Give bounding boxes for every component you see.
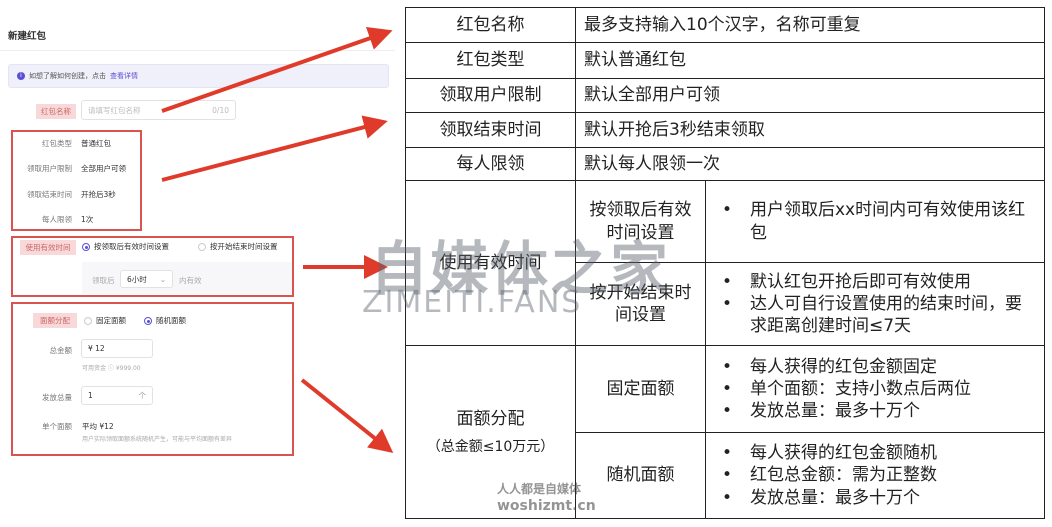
table-row: 红包类型默认普通红包 xyxy=(405,42,1045,79)
arrow xyxy=(161,26,393,113)
valid-option-2[interactable]: 按开始结束时间设置 xyxy=(198,241,278,252)
explanation-table: 红包名称最多支持输入10个汉字，名称可重复 红包类型默认普通红包 领取用户限制默… xyxy=(405,7,1045,519)
limit-value: 全部用户可领 xyxy=(81,164,126,173)
table-row: 随机面额 每人获得的红包金额随机红包总金额：需为正整数发放总量：最多十万个 xyxy=(406,432,1045,519)
type-label: 红包类型 xyxy=(42,139,72,148)
funds-note: 可用资金 ⓘ ¥999.00 xyxy=(82,365,141,372)
duration-select[interactable]: 6小时⌄ xyxy=(120,270,173,288)
name-placeholder: 请填写红包名称 xyxy=(88,105,141,115)
table-row: 领取用户限制默认全部用户可领 xyxy=(405,78,1045,113)
end-value: 开抢后3秒 xyxy=(81,190,116,199)
single-label: 单个面额 xyxy=(42,422,72,431)
highlight-box xyxy=(11,302,294,456)
table-row: 红包名称最多支持输入10个汉字，名称可重复 xyxy=(405,7,1045,43)
alloc-option-random[interactable]: 随机面额 xyxy=(144,315,186,326)
count-label: 发放总量 xyxy=(42,393,72,402)
table-row: 面额分配（总金额≤10万元） 固定面额 每人获得的红包金额固定单个面额：支持小数… xyxy=(405,345,1045,519)
radio-checked[interactable] xyxy=(82,243,90,251)
alloc-option-fixed[interactable]: 固定面额 xyxy=(84,315,126,326)
name-input[interactable]: 请填写红包名称 0/10 xyxy=(81,100,236,120)
table-row: 领取结束时间默认开抢后3秒结束领取 xyxy=(405,112,1045,148)
name-counter: 0/10 xyxy=(212,105,229,115)
tip-text: 如想了解如何创建，点击 xyxy=(29,72,106,80)
page-title: 新建红包 xyxy=(8,31,47,42)
after-suffix: 内有效 xyxy=(179,276,202,285)
end-label: 领取结束时间 xyxy=(27,190,72,199)
radio-unchecked[interactable] xyxy=(198,243,206,251)
arrow xyxy=(161,115,388,182)
info-banner: i 如想了解如何创建，点击 查看详情 xyxy=(8,64,389,88)
total-label: 总金额 xyxy=(49,346,73,355)
valid-label: 使用有效时间 xyxy=(20,240,76,255)
limit-label: 领取用户限制 xyxy=(27,164,72,173)
single-value: 平均 ¥12 xyxy=(82,422,114,431)
alloc-label: 面额分配 xyxy=(33,313,77,328)
valid-option-1[interactable]: 按领取后有效时间设置 xyxy=(82,241,169,252)
after-label: 领取后 xyxy=(92,276,115,285)
info-icon: i xyxy=(17,72,25,80)
table-row: 每人限领默认每人限领一次 xyxy=(405,147,1045,181)
type-value: 普通红包 xyxy=(81,139,111,148)
red-packet-form: 新建红包 ✕ i 如想了解如何创建，点击 查看详情 红包名称 请填写红包名称 0… xyxy=(0,0,395,527)
divider xyxy=(0,50,395,51)
valid-sub-panel xyxy=(82,262,292,294)
total-amount-input[interactable]: ¥ 12 xyxy=(81,339,153,358)
per-value: 1次 xyxy=(81,215,94,224)
highlight-box xyxy=(11,130,142,231)
highlight-box xyxy=(11,236,294,297)
table-row: 使用有效时间 按领取后有效时间设置 用户领取后xx时间内可有效使用该红包 xyxy=(405,180,1045,346)
name-label: 红包名称 xyxy=(36,104,76,119)
view-details-link[interactable]: 查看详情 xyxy=(110,72,138,80)
arrow xyxy=(300,378,394,453)
single-note: 用户实际领取面额系统随机产生，可能与平均面额有差异 xyxy=(82,436,233,443)
table-row: 按开始结束时间设置 默认红包开抢后即可有效使用达人可自行设置使用的结束时间，要求… xyxy=(406,262,1045,346)
chevron-down-icon: ⌄ xyxy=(159,274,166,284)
per-label: 每人限领 xyxy=(42,215,72,224)
